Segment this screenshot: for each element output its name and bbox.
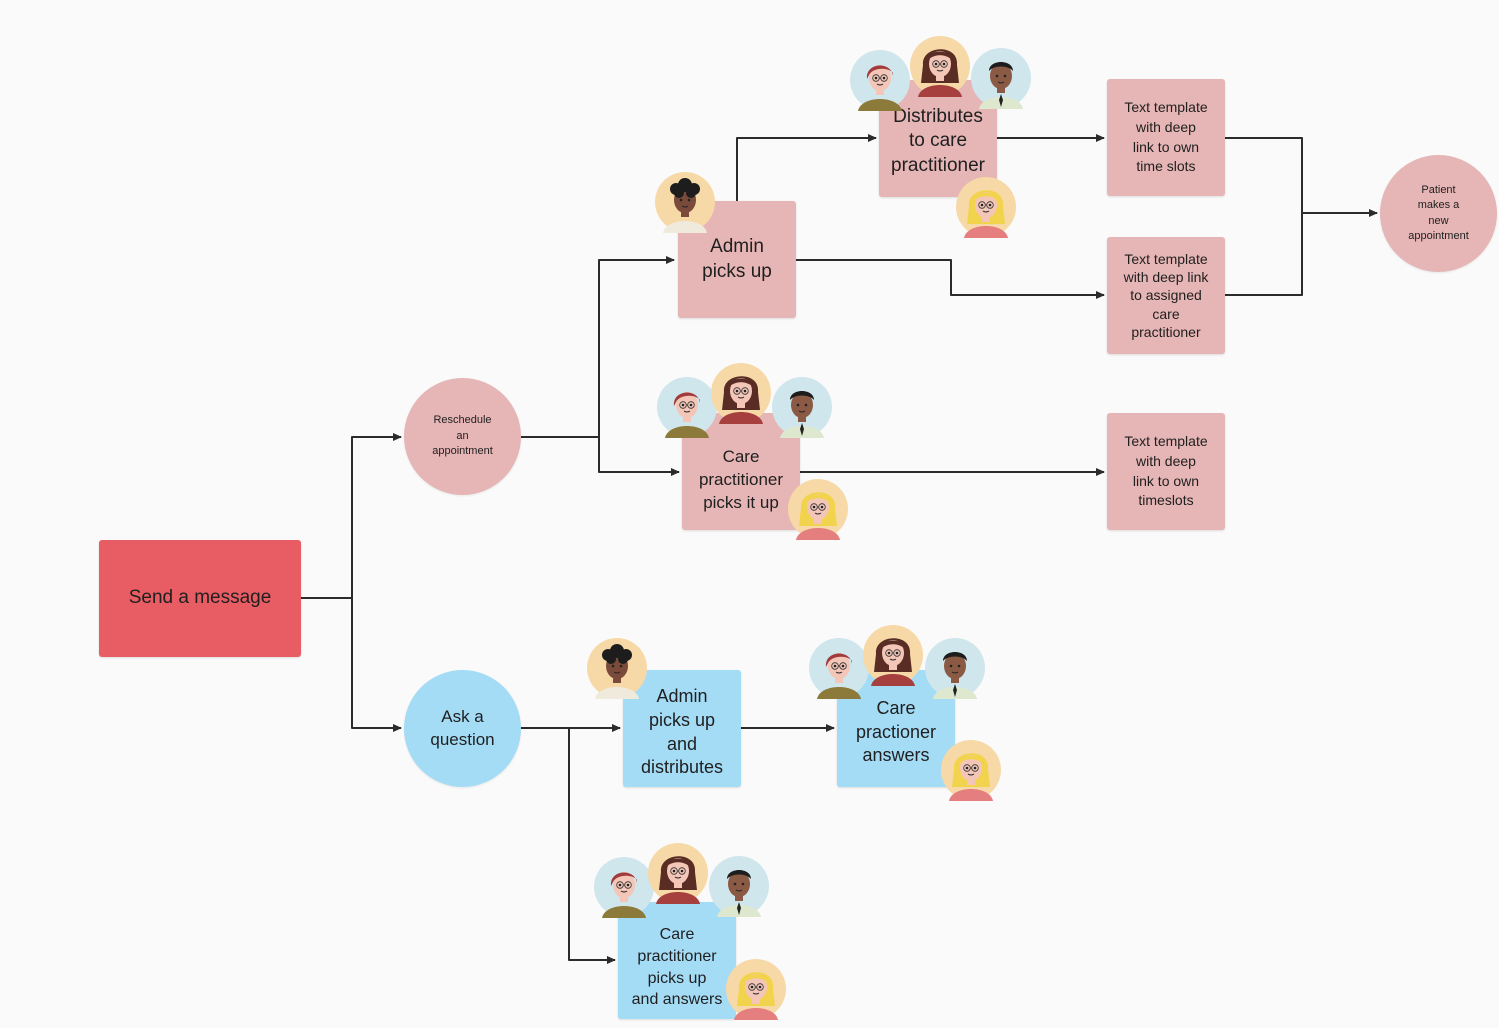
distributes-label: Distributes to care practitioner	[891, 106, 985, 176]
line-assigned-to-merge	[1225, 213, 1303, 296]
arrow-own-slots-to-patient	[1225, 137, 1378, 217]
practitioner-woman-brown-avatar-icon	[648, 843, 708, 904]
admin-picks-up-label: Admin picks up	[702, 236, 772, 282]
arrow-admin-to-assigned-template	[796, 259, 1105, 299]
admin-distributes-label: Admin picks up and distributes	[640, 685, 724, 778]
patient-new-appointment-label: Patient makes a new appointment	[1408, 183, 1469, 242]
care-picks-up-answers-label: Care practitioner picks up and answers	[631, 926, 723, 1009]
text-template-assigned-node[interactable]: Text template with deep link to assigned…	[1107, 237, 1225, 354]
care-picks-it-up-node[interactable]: Care practitioner picks it up	[682, 413, 800, 530]
distributes-node[interactable]: Distributes to care practitioner	[879, 80, 997, 197]
arrow-admin-to-distributes	[736, 134, 877, 201]
arrow-question-to-care	[568, 728, 616, 964]
care-answers-label: Care practioner answers	[855, 697, 937, 766]
text-template-own-timeslots-label: Text template with deep link to own time…	[1124, 432, 1208, 509]
ask-question-label: Ask a question	[430, 706, 495, 749]
arrow-reschedule-to-care	[598, 437, 680, 476]
care-picks-it-up-label: Care practitioner picks it up	[698, 447, 784, 512]
text-template-own-timeslots-node[interactable]: Text template with deep link to own time…	[1107, 413, 1225, 530]
care-answers-node[interactable]: Care practioner answers	[837, 670, 955, 787]
text-template-own-slots-label: Text template with deep link to own time…	[1124, 98, 1208, 175]
send-message-node[interactable]: Send a message	[99, 540, 301, 657]
admin-distributes-node[interactable]: Admin picks up and distributes	[623, 670, 741, 787]
text-template-assigned-label: Text template with deep link to assigned…	[1123, 251, 1209, 340]
arrow-send-to-reschedule	[301, 433, 402, 599]
admin-picks-up-node[interactable]: Admin picks up	[678, 201, 796, 318]
arrow-send-to-question	[351, 598, 402, 732]
arrow-reschedule-to-admin	[521, 256, 675, 438]
patient-new-appointment-node[interactable]: Patient makes a new appointment	[1380, 155, 1497, 272]
reschedule-label: Reschedule an appointment	[432, 414, 493, 458]
text-template-own-slots-node[interactable]: Text template with deep link to own time…	[1107, 79, 1225, 196]
care-picks-up-answers-node[interactable]: Care practitioner picks up and answers	[618, 902, 736, 1019]
send-message-label: Send a message	[128, 587, 272, 609]
ask-question-node[interactable]: Ask a question	[404, 670, 521, 787]
reschedule-node[interactable]: Reschedule an appointment	[404, 378, 521, 495]
